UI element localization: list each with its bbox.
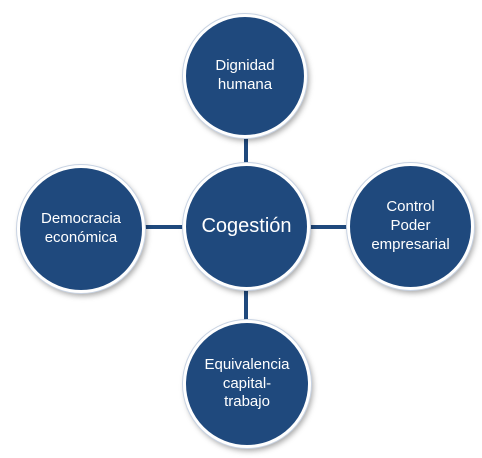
node-control-poder-empresarial: Control Poder empresarial [347,163,474,290]
node-label-line: capital- [222,374,272,392]
node-label-line: económica [44,229,118,246]
node-equivalencia-capital-trabajo: Equivalencia capital- trabajo [183,320,311,448]
node-label-line: Control [386,198,435,216]
node-cogestion: Cogestión [183,163,310,290]
node-equivalencia-capital-trabajo-text: Equivalencia capital- trabajo [204,356,289,412]
node-label-line: Democracia [40,210,122,228]
node-label-line: Dignidad [215,57,275,75]
node-label-line: Equivalencia [204,355,290,373]
node-democracia-economica: Democracia económica [17,165,145,293]
node-dignidad-humana: Dignidad humana [183,14,307,138]
node-label-line: empresarial [371,235,450,253]
node-label-line: humana [217,76,273,93]
node-center-label: Cogestión [201,215,292,237]
node-label-line: Poder [390,217,431,235]
node-dignidad-humana-text: Dignidad humana [215,57,274,95]
node-label-line: trabajo [224,393,270,411]
node-control-poder-empresarial-text: Control Poder empresarial [371,198,449,254]
node-democracia-economica-text: Democracia económica [41,210,121,248]
